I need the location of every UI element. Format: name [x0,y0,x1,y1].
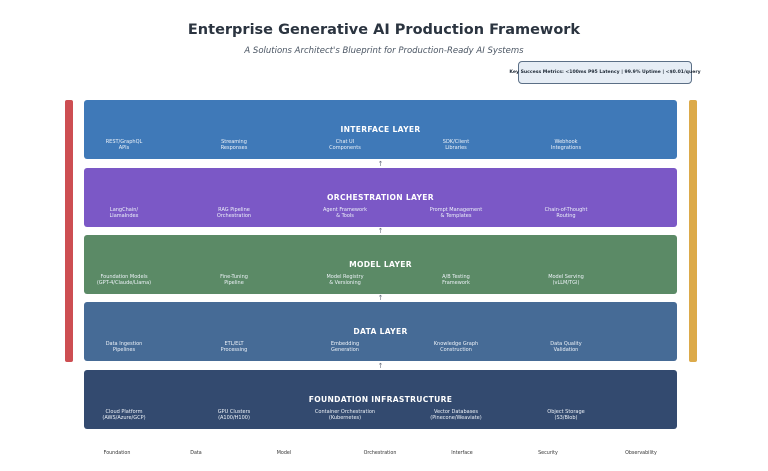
footer-label-model: Model [276,451,292,456]
layer-component: Streaming Responses [220,139,248,152]
data-layer: DATA LAYER Data Ingestion Pipelines ETL/… [84,302,677,361]
page-title: Enterprise Generative AI Production Fram… [187,22,581,38]
layer-component: LangChain/ LlamaIndex [109,207,139,220]
interface-layer: INTERFACE LAYER REST/GraphQL APIs Stream… [84,100,677,159]
layer-component: Model Serving (vLLM/TGI) [548,274,584,287]
layer-component: Foundation Models (GPT-4/Claude/Llama) [96,274,152,287]
layer-component: Model Registry & Versioning [326,274,364,287]
layer-title: INTERFACE LAYER [340,125,421,134]
layer-component: Container Orchestration (Kubernetes) [314,409,376,422]
up-arrow-icon: ↑ [377,227,384,235]
layer-component: Vector Databases (Pinecone/Weaviate) [430,409,482,422]
layer-component: Embedding Generation [330,341,360,354]
model-layer: MODEL LAYER Foundation Models (GPT-4/Cla… [84,235,677,294]
layer-title: ORCHESTRATION LAYER [327,193,434,202]
layer-component: RAG Pipeline Orchestration [216,207,252,220]
up-arrow-icon: ↑ [377,294,384,302]
up-arrow-icon: ↑ [377,160,384,168]
layer-component: A/B Testing Framework [442,274,470,287]
footer-label-data: Data [190,451,202,456]
layer-title: FOUNDATION INFRASTRUCTURE [308,395,453,404]
layer-component: Fine-Tuning Pipeline [220,274,248,287]
orchestration-layer: ORCHESTRATION LAYER LangChain/ LlamaInde… [84,168,677,227]
footer-label-security: Security [538,451,558,456]
layer-component: SDK/Client Libraries [442,139,470,152]
layer-component: Data Ingestion Pipelines [105,341,143,354]
observability-side-bar [689,100,697,362]
layer-component: Object Storage (S3/Blob) [547,409,585,422]
layer-component: Chat UI Components [329,139,361,152]
layer-component: REST/GraphQL APIs [105,139,143,152]
footer-label-observability: Observability [625,451,657,456]
foundation-layer: FOUNDATION INFRASTRUCTURE Cloud Platform… [84,370,677,429]
footer-label-interface: Interface [451,451,473,456]
layer-component: Agent Framework & Tools [322,207,368,220]
footer-label-orchestration: Orchestration [363,451,397,456]
layer-component: Webhook Integrations [550,139,582,152]
layer-component: Knowledge Graph Construction [433,341,479,354]
footer-label-foundation: Foundation [103,451,131,456]
page-subtitle: A Solutions Architect's Blueprint for Pr… [244,46,524,56]
layer-component: GPU Clusters (A100/H100) [217,409,251,422]
layer-title: DATA LAYER [353,327,408,336]
layer-component: Cloud Platform (AWS/Azure/GCP) [102,409,146,422]
layer-title: MODEL LAYER [349,260,412,269]
layer-component: Data Quality Validation [550,341,582,354]
layer-component: Prompt Management & Templates [429,207,483,220]
up-arrow-icon: ↑ [377,362,384,370]
layer-component: Chain-of-Thought Routing [544,207,588,220]
security-side-bar [65,100,73,362]
layer-component: ETL/ELT Processing [220,341,248,354]
metrics-box: Key Success Metrics: <100ms P95 Latency … [509,61,701,84]
